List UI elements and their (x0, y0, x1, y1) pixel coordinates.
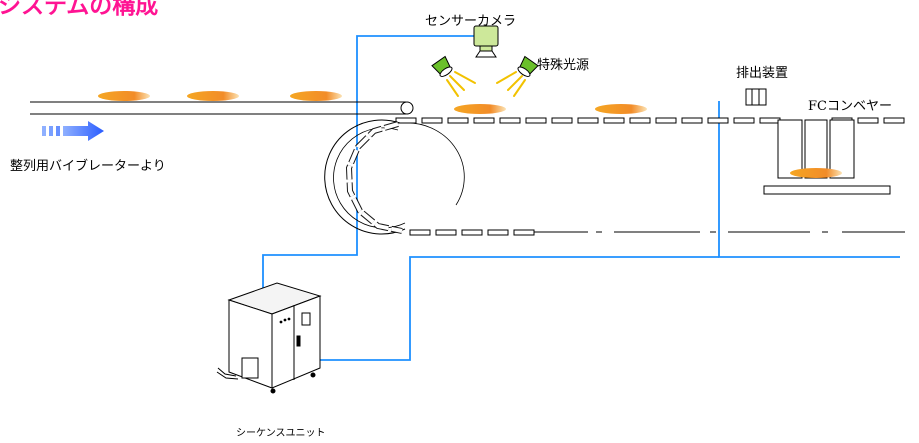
label-ejector: 排出装置 (736, 66, 789, 81)
cabinet-handle (296, 335, 301, 347)
carrots-fc (454, 104, 647, 114)
fc-conveyor-return-run (409, 229, 905, 236)
cabinet-panel (241, 357, 259, 379)
special-light-source-icon (431, 55, 539, 77)
label-sensor-camera: センサーカメラ (425, 14, 517, 29)
direction-arrow (42, 121, 104, 141)
carrot-ejected (790, 168, 842, 178)
carrot (187, 91, 239, 101)
carrots-inlet (98, 91, 342, 101)
wire-sequence (318, 256, 719, 361)
fc-conveyor-top-run (395, 117, 905, 124)
inlet-belt-conveyor (30, 101, 414, 115)
carrot (454, 104, 506, 114)
carrot (98, 91, 150, 101)
sensor-camera-icon (473, 25, 499, 58)
sorting-chutes (763, 119, 891, 195)
diagram-title: システムの構成 (0, 0, 159, 19)
label-from-vibrator: 整列用バイブレーターより (10, 159, 166, 174)
control-wiring (262, 35, 900, 361)
carrot (290, 91, 342, 101)
label-sequence-unit: シーケンスユニット (236, 428, 326, 439)
fc-conveyor-wheel (324, 119, 465, 235)
wire-camera (262, 35, 485, 308)
conveyor-pulley (400, 101, 414, 115)
cabinet-display (301, 312, 311, 326)
label-special-light: 特殊光源 (537, 58, 590, 73)
light-rays (446, 71, 526, 97)
label-fc-conveyor: FCコンベヤー (808, 99, 892, 114)
ejector-icon (745, 88, 767, 106)
sequence-unit-cabinet (216, 282, 322, 394)
carrot (595, 104, 647, 114)
